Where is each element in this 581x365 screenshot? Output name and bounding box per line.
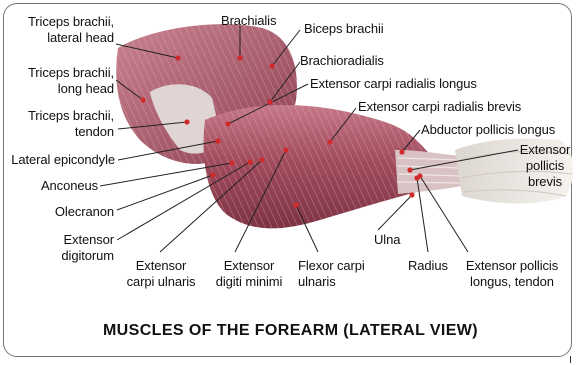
label-line: tendon (6, 124, 114, 140)
label-triceps-lateral-head: Triceps brachii, lateral head (6, 14, 114, 46)
label-brachioradialis: Brachioradialis (300, 53, 384, 69)
wrist-tendons (395, 150, 462, 194)
label-extensor-carpi-ulnaris: Extensor carpi ulnaris (120, 258, 202, 290)
label-line: digitorum (6, 248, 114, 264)
label-line: Extensor (6, 232, 114, 248)
label-anconeus: Anconeus (6, 178, 98, 194)
label-extensor-digiti-minimi: Extensor digiti minimi (204, 258, 294, 290)
label-line: Triceps brachii, (6, 108, 114, 124)
label-brachialis: Brachialis (221, 13, 276, 29)
label-line: lateral head (6, 30, 114, 46)
label-extensor-carpi-radialis-longus: Extensor carpi radialis longus (310, 76, 477, 92)
label-abductor-pollicis-longus: Abductor pollicis longus (421, 122, 555, 138)
label-lateral-epicondyle: Lateral epicondyle (4, 152, 115, 168)
label-extensor-pollicis-brevis: Extensor pollicis brevis (516, 142, 574, 190)
label-radius: Radius (408, 258, 448, 274)
label-triceps-tendon: Triceps brachii, tendon (6, 108, 114, 140)
label-line: ulnaris (298, 274, 378, 290)
label-line: pollicis (516, 158, 574, 174)
label-line: carpi ulnaris (120, 274, 202, 290)
label-olecranon: Olecranon (6, 204, 114, 220)
label-line: brevis (516, 174, 574, 190)
label-line: Triceps brachii, (6, 65, 114, 81)
label-biceps-brachii: Biceps brachii (304, 21, 384, 37)
label-line: Extensor (516, 142, 574, 158)
label-line: Extensor pollicis (460, 258, 564, 274)
figure-title: MUSCLES OF THE FOREARM (LATERAL VIEW) (0, 322, 581, 340)
label-line: digiti minimi (204, 274, 294, 290)
label-line: longus, tendon (460, 274, 564, 290)
label-extensor-carpi-radialis-brevis: Extensor carpi radialis brevis (358, 99, 521, 115)
label-line: Flexor carpi (298, 258, 378, 274)
label-flexor-carpi-ulnaris: Flexor carpi ulnaris (298, 258, 378, 290)
label-triceps-long-head: Triceps brachii, long head (6, 65, 114, 97)
label-line: Triceps brachii, (6, 14, 114, 30)
label-extensor-pollicis-longus: Extensor pollicis longus, tendon (460, 258, 564, 290)
label-line: long head (6, 81, 114, 97)
label-line: Extensor (120, 258, 202, 274)
label-ulna: Ulna (374, 232, 400, 248)
label-extensor-digitorum: Extensor digitorum (6, 232, 114, 264)
label-line: Extensor (204, 258, 294, 274)
